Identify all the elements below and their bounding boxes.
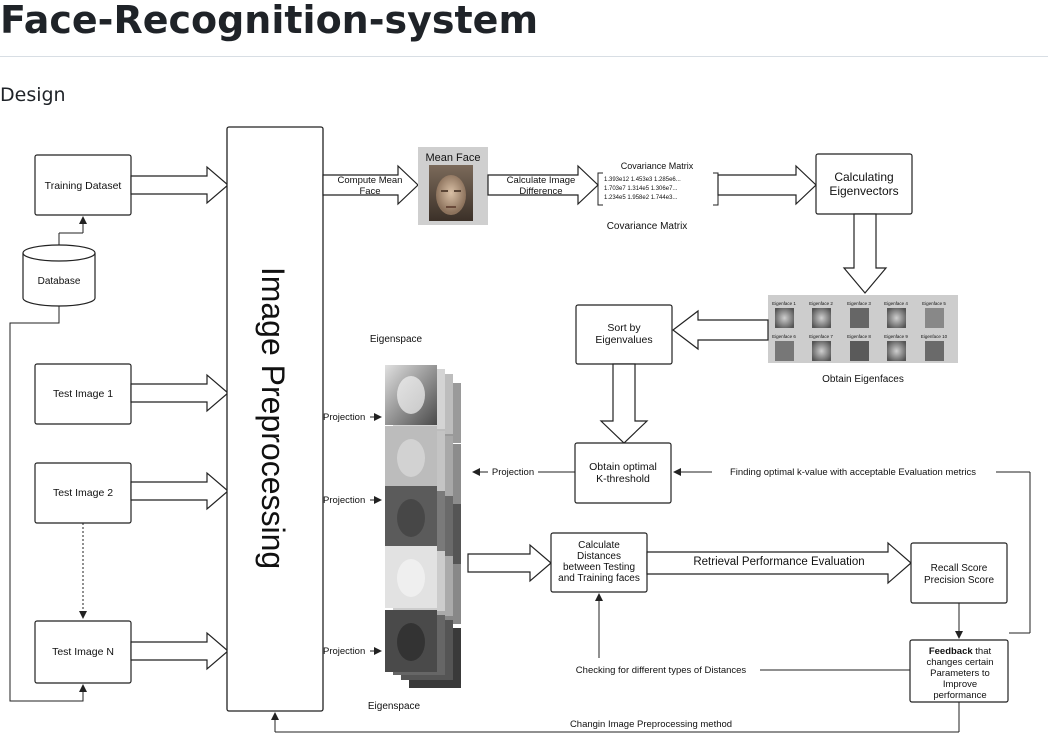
- mean-face-image: Mean Face: [418, 147, 488, 225]
- svg-text:Database: Database: [38, 276, 81, 287]
- svg-text:Eigenface 1: Eigenface 1: [772, 301, 796, 306]
- svg-text:Eigenvalues: Eigenvalues: [595, 334, 652, 346]
- svg-text:Calculate Image: Calculate Image: [507, 175, 576, 186]
- finding-k-value-line: Finding optimal k-value with acceptable …: [673, 467, 1031, 634]
- design-diagram: Training Dataset Database Test Image 1 T…: [9, 126, 1031, 733]
- svg-text:Finding optimal k-value with a: Finding optimal k-value with acceptable …: [730, 467, 976, 478]
- svg-text:Eigenface 9: Eigenface 9: [884, 334, 908, 339]
- svg-text:Obtain Eigenfaces: Obtain Eigenfaces: [822, 374, 904, 385]
- section-heading-design: Design: [0, 84, 66, 106]
- svg-text:Calculate: Calculate: [578, 540, 620, 551]
- covariance-matrix: Covariance Matrix 1.393e12 1.453e3 1.285…: [597, 161, 719, 232]
- svg-text:Projection: Projection: [323, 646, 365, 657]
- svg-text:Feedback that: Feedback that: [929, 646, 992, 657]
- svg-text:Improve: Improve: [943, 679, 977, 690]
- svg-text:performance: performance: [933, 690, 986, 701]
- svg-text:Eigenface 6: Eigenface 6: [772, 334, 796, 339]
- image-preprocessing-box: Image Preprocessing: [226, 126, 324, 712]
- svg-text:K-threshold: K-threshold: [596, 473, 650, 485]
- eigenspace-label-top: Eigenspace: [370, 334, 423, 345]
- svg-text:Recall Score: Recall Score: [931, 563, 988, 574]
- feedback-box: Feedback that changes certain Parameters…: [909, 639, 1009, 703]
- calculate-image-difference-arrow: Calculate Image Difference: [487, 164, 599, 206]
- eigenspace-faces: [385, 365, 461, 688]
- eigenfaces-grid: Eigenface 1 Eigenface 2 Eigenface 3 Eige…: [768, 295, 958, 385]
- recall-precision-box: Recall Score Precision Score: [910, 542, 1008, 604]
- eigenspace-label-bottom: Eigenspace: [368, 701, 421, 712]
- svg-text:Projection: Projection: [323, 495, 365, 506]
- svg-text:between Testing: between Testing: [563, 562, 635, 573]
- svg-text:Retrieval Performance Evaluati: Retrieval Performance Evaluation: [693, 556, 864, 568]
- svg-text:Checking for different types o: Checking for different types of Distance…: [576, 665, 747, 676]
- calculate-distances-box: Calculate Distances between Testing and …: [550, 532, 648, 593]
- page-title: Face-Recognition-system: [0, 0, 539, 42]
- test-image-1-box: Test Image 1: [34, 363, 132, 425]
- test-image-n-box: Test Image N: [34, 620, 132, 684]
- svg-text:Calculating: Calculating: [834, 170, 893, 184]
- test-image-2-box: Test Image 2: [34, 462, 132, 524]
- checking-distances-line: Checking for different types of Distance…: [576, 593, 910, 676]
- block-arrows-left: [130, 165, 229, 671]
- svg-text:Eigenface 10: Eigenface 10: [921, 334, 948, 339]
- svg-text:Test Image 1: Test Image 1: [53, 388, 113, 400]
- svg-text:Eigenface 2: Eigenface 2: [809, 301, 833, 306]
- svg-text:Distances: Distances: [577, 551, 621, 562]
- svg-text:1.234e5 1.958e2 1.744e3...: 1.234e5 1.958e2 1.744e3...: [604, 195, 678, 201]
- svg-text:and Training faces: and Training faces: [558, 573, 640, 584]
- svg-text:Sort by: Sort by: [607, 322, 641, 334]
- svg-text:Eigenvectors: Eigenvectors: [829, 184, 898, 198]
- svg-text:Obtain optimal: Obtain optimal: [589, 461, 657, 473]
- svg-text:Difference: Difference: [519, 186, 562, 197]
- svg-text:Compute Mean: Compute Mean: [338, 175, 403, 186]
- svg-text:Test Image 2: Test Image 2: [53, 487, 113, 499]
- calculating-eigenvectors-box: Calculating Eigenvectors: [815, 153, 913, 215]
- svg-text:changes certain: changes certain: [926, 657, 993, 668]
- retrieval-evaluation-arrow: Retrieval Performance Evaluation: [646, 541, 912, 585]
- svg-text:Eigenface 3: Eigenface 3: [847, 301, 871, 306]
- svg-text:Image Preprocessing: Image Preprocessing: [255, 267, 291, 569]
- svg-text:1.703e7 1.314e5 1.306e7...: 1.703e7 1.314e5 1.306e7...: [604, 186, 678, 192]
- projection-arrows-left: Projection Projection Projection: [323, 412, 382, 657]
- svg-text:Projection: Projection: [323, 412, 365, 423]
- svg-text:Mean Face: Mean Face: [425, 152, 480, 164]
- svg-text:Covariance Matrix: Covariance Matrix: [621, 161, 694, 171]
- changing-preprocessing-line: Changin Image Preprocessing method: [271, 702, 960, 733]
- svg-text:Changin Image Preprocessing me: Changin Image Preprocessing method: [570, 719, 732, 730]
- training-dataset-box: Training Dataset: [34, 154, 132, 216]
- sort-by-eigenvalues-box: Sort by Eigenvalues: [575, 304, 673, 365]
- svg-text:Precision Score: Precision Score: [924, 575, 994, 586]
- compute-mean-face-arrow: Compute Mean Face: [322, 164, 419, 206]
- database-cylinder: Database: [22, 244, 96, 307]
- svg-text:Eigenface 7: Eigenface 7: [809, 334, 833, 339]
- obtain-k-threshold-box: Obtain optimal K-threshold: [574, 442, 672, 504]
- svg-text:Parameters to: Parameters to: [930, 668, 990, 679]
- svg-text:Test Image N: Test Image N: [52, 646, 114, 658]
- svg-text:Eigenface 4: Eigenface 4: [884, 301, 908, 306]
- title-divider: [0, 56, 1048, 57]
- svg-text:Training Dataset: Training Dataset: [45, 180, 122, 192]
- svg-text:Projection: Projection: [492, 467, 534, 478]
- svg-text:Eigenface 8: Eigenface 8: [847, 334, 871, 339]
- svg-text:Eigenface 5: Eigenface 5: [922, 301, 946, 306]
- svg-text:1.393e12 1.453e3 1.285e6..: 1.393e12 1.453e3 1.285e6...: [604, 177, 681, 183]
- svg-text:Covariance Matrix: Covariance Matrix: [607, 221, 688, 232]
- svg-text:Face: Face: [359, 186, 380, 197]
- projection-arrow-k: Projection: [472, 467, 575, 478]
